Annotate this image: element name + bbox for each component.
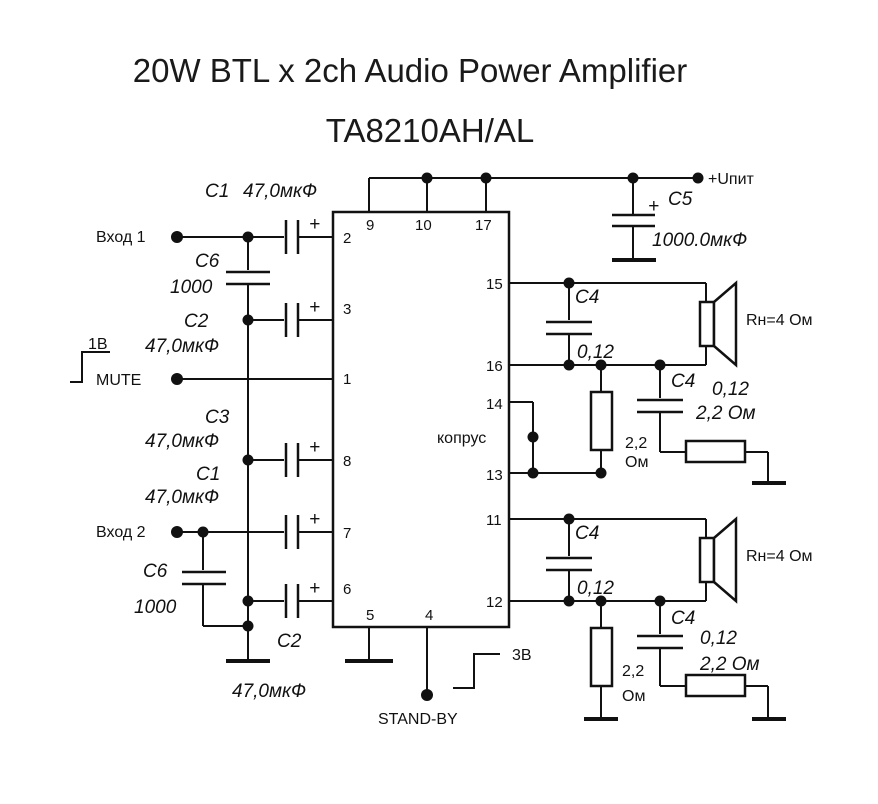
c2-bot-value: 47,0мкФ	[232, 681, 306, 702]
r-ch1-vertical-value: 2,2	[625, 435, 647, 452]
c2-bot-name: C2	[277, 631, 302, 652]
r-ch1-snubber-value: 2,2 Ом	[695, 403, 756, 424]
pin-4: 4	[425, 607, 433, 624]
channel-1-output	[509, 277, 786, 485]
c4-ch1-value: 0,12	[577, 342, 614, 363]
r-ch2-snubber-value: 2,2 Ом	[699, 654, 760, 675]
pin-3: 3	[343, 301, 351, 318]
pin-13: 13	[486, 467, 503, 484]
pin-14: 14	[486, 396, 503, 413]
standby-control	[421, 627, 500, 701]
c3-name: C3	[205, 407, 230, 428]
c4-ch1-snubber-value: 0,12	[712, 379, 749, 400]
pin-1: 1	[343, 371, 351, 388]
c4-ch2-snubber-name: C4	[671, 608, 695, 629]
c5-plus-sign: +	[648, 196, 659, 217]
channel-2-output	[509, 513, 786, 721]
chip-part-number: TA8210AH/AL	[326, 112, 535, 149]
case-ground	[509, 401, 601, 479]
c2-top-value: 47,0мкФ	[145, 336, 219, 357]
input-1-network	[171, 220, 333, 337]
pin-5-ground	[345, 627, 393, 663]
c2-bot-plus: +	[309, 578, 320, 599]
c4-ch1-name: C4	[575, 287, 599, 308]
r-ch1-vertical-unit: Ом	[625, 454, 648, 471]
pin-7: 7	[343, 525, 351, 542]
c1-top-value: 47,0мкФ	[243, 181, 317, 202]
c1-bot-value: 47,0мкФ	[145, 487, 219, 508]
pin-12: 12	[486, 594, 503, 611]
standby-voltage: 3В	[512, 647, 532, 664]
pin-11: 11	[486, 512, 502, 529]
c3-capacitor	[242, 443, 333, 477]
pin-16: 16	[486, 358, 503, 375]
diagram-title: 20W BTL x 2ch Audio Power Amplifier	[133, 52, 688, 89]
input-2-label: Вход 2	[96, 524, 146, 541]
c6-top-name: C6	[195, 251, 220, 272]
c4-ch1-snubber-name: C4	[671, 371, 695, 392]
mute-label: MUTE	[96, 372, 141, 389]
c6-bot-value: 1000	[134, 597, 177, 618]
pin-17: 17	[475, 217, 492, 234]
c3-plus: +	[309, 437, 320, 458]
input-1-label: Вход 1	[96, 229, 146, 246]
speaker-1-label: Rн=4 Ом	[746, 312, 813, 329]
standby-label: STAND-BY	[378, 711, 458, 728]
pin-9: 9	[366, 217, 374, 234]
c4-ch2-name: C4	[575, 523, 599, 544]
pin-10: 10	[415, 217, 432, 234]
r-ch2-vertical-value: 2,2	[622, 663, 644, 680]
c2-top-name: C2	[184, 311, 209, 332]
mute-voltage: 1В	[88, 336, 108, 353]
c1-bot-name: C1	[196, 464, 220, 485]
c2-top-plus: +	[309, 297, 320, 318]
c3-value: 47,0мкФ	[145, 431, 219, 452]
c1-top-plus: +	[309, 214, 320, 235]
supply-rail	[368, 172, 704, 214]
case-label: копрус	[437, 430, 486, 447]
ic-body	[331, 210, 511, 629]
pin-6: 6	[343, 581, 351, 598]
speaker-2-label: Rн=4 Ом	[746, 548, 813, 565]
input-2-network	[171, 515, 333, 663]
pin-5: 5	[366, 607, 374, 624]
pin-8: 8	[343, 453, 351, 470]
c5-capacitor	[612, 213, 656, 262]
supply-voltage-label: +Uпит	[708, 171, 755, 188]
c4-ch2-value: 0,12	[577, 578, 614, 599]
c1-bot-plus: +	[309, 509, 320, 530]
pin-2: 2	[343, 230, 351, 247]
c6-bot-name: C6	[143, 561, 168, 582]
c6-top-value: 1000	[170, 277, 213, 298]
c1-top-name: C1	[205, 181, 229, 202]
r-ch2-vertical-unit: Ом	[622, 688, 645, 705]
c4-ch2-snubber-value: 0,12	[700, 628, 737, 649]
pin-15: 15	[486, 276, 503, 293]
c5-name: C5	[668, 189, 693, 210]
mute-control	[70, 351, 333, 385]
c5-value: 1000.0мкФ	[652, 230, 747, 251]
